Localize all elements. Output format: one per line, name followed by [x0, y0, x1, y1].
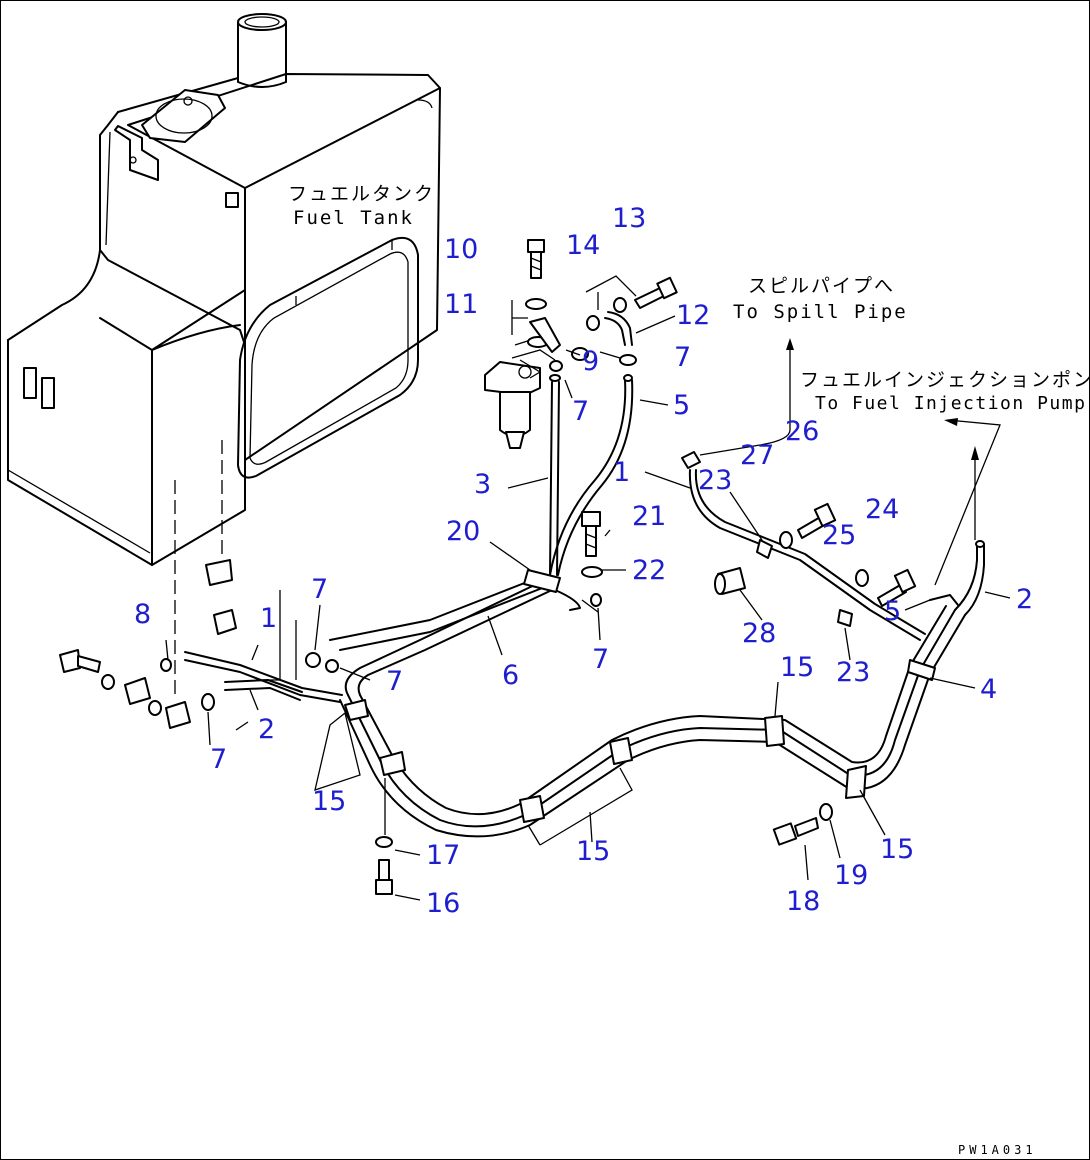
callout-2: 2	[1016, 584, 1033, 615]
injection-pump-label-en: To Fuel Injection Pump	[815, 393, 1086, 414]
callout-5: 5	[884, 596, 901, 627]
callout-21: 21	[632, 501, 666, 532]
callout-6: 6	[502, 660, 519, 691]
callout-5: 5	[673, 390, 690, 421]
spill-pipe-label-jp: スピルパイプへ	[748, 275, 895, 297]
fuel-filter	[484, 336, 556, 449]
callout-1: 1	[613, 457, 630, 488]
callout-26: 26	[785, 416, 819, 447]
pipes	[184, 374, 985, 838]
callout-27: 27	[740, 440, 774, 471]
callout-16: 16	[426, 888, 460, 919]
callout-20: 20	[446, 516, 480, 547]
callout-28: 28	[742, 618, 776, 649]
callout-13: 13	[612, 203, 646, 234]
callout-7: 7	[592, 644, 609, 675]
callout-18: 18	[786, 886, 820, 917]
callout-22: 22	[632, 555, 666, 586]
hardware	[59, 239, 936, 895]
callout-15: 15	[880, 834, 914, 865]
callout-17: 17	[426, 840, 460, 871]
fuel-tank-label-en: Fuel Tank	[293, 207, 414, 229]
drawing-code: PW1A031	[958, 1143, 1037, 1157]
callout-7: 7	[311, 574, 328, 605]
callout-10: 10	[444, 234, 478, 265]
callout-7: 7	[572, 396, 589, 427]
callout-7: 7	[210, 744, 227, 775]
callout-2: 2	[258, 714, 275, 745]
leader-lines	[165, 275, 1011, 901]
callout-4: 4	[980, 674, 997, 705]
callout-3: 3	[474, 469, 491, 500]
callout-15: 15	[576, 836, 610, 867]
callout-23: 23	[698, 465, 732, 496]
callout-11: 11	[444, 289, 478, 320]
callout-25: 25	[822, 520, 856, 551]
callout-9: 9	[582, 346, 599, 377]
callout-15: 15	[312, 786, 346, 817]
callout-19: 19	[834, 860, 868, 891]
callout-numbers: 10 11 14 13 12 9 7 7 5 3 1 23 27 26 20 2…	[134, 203, 1033, 919]
callout-12: 12	[676, 300, 710, 331]
callout-8: 8	[134, 599, 151, 630]
callout-24: 24	[865, 494, 899, 525]
injection-pump-label-jp: フュエルインジェクションポンプへ	[800, 369, 1090, 391]
callout-1: 1	[260, 603, 277, 634]
callout-15: 15	[780, 652, 814, 683]
callout-14: 14	[566, 230, 600, 261]
callout-23: 23	[836, 657, 870, 688]
spill-pipe-label-en: To Spill Pipe	[733, 301, 908, 323]
fuel-tank	[7, 13, 441, 700]
callout-7: 7	[386, 666, 403, 697]
fuel-tank-label-jp: フュエルタンク	[288, 183, 435, 205]
callout-7: 7	[674, 342, 691, 373]
